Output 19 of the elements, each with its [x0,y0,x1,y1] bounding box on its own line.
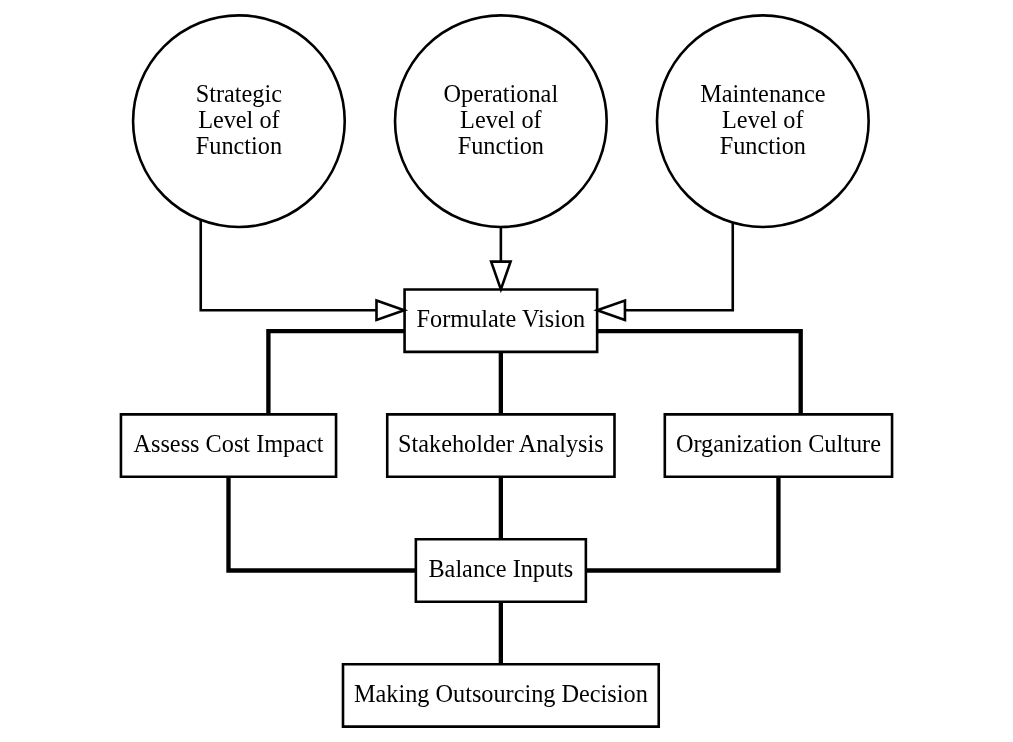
node-box: Balance Inputs [414,538,588,604]
arrow [199,220,409,322]
node-box: Organization Culture [663,413,894,479]
connector [226,477,416,573]
connector [266,328,405,415]
node-circle: Operational Level of Function [393,14,608,229]
arrow [489,227,513,294]
arrow [593,222,735,322]
connector [498,477,504,539]
node-box: Making Outsourcing Decision [341,662,661,728]
node-box: Assess Cost Impact [119,413,338,479]
node-box: Stakeholder Analysis [385,413,616,479]
node-circle: Strategic Level of Function [131,14,347,229]
node-box: Formulate Vision [403,288,599,354]
connector [498,352,504,414]
connector [586,477,781,573]
connector [498,602,504,664]
node-circle: Maintenance Level of Function [655,14,870,229]
connector [597,328,803,415]
